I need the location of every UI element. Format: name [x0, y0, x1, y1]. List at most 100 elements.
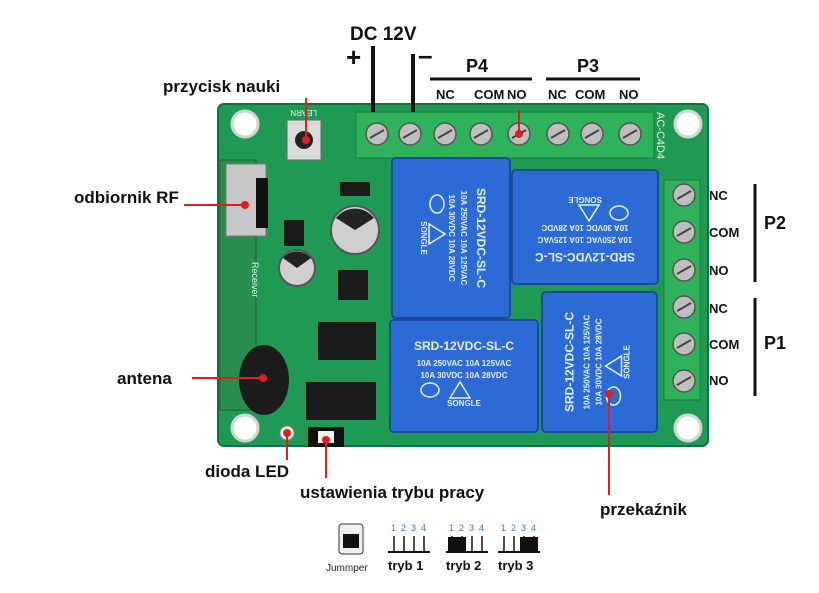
right-terminal-block — [663, 179, 701, 401]
pin-number: 2 — [511, 523, 516, 533]
ic-chip-1 — [318, 322, 376, 360]
group-label-p1: P1 — [764, 333, 786, 353]
relay-text: SONGLE — [623, 344, 632, 378]
relay-text: SRD-12VDC-SL-C — [414, 339, 514, 353]
pin-number: 2 — [459, 523, 464, 533]
plus-label: + — [346, 42, 361, 72]
terminal-screw — [618, 122, 642, 146]
mode-label: tryb 2 — [446, 558, 481, 573]
relay-marker — [605, 390, 613, 398]
pin-number: 3 — [521, 523, 526, 533]
terminal-screw — [672, 295, 696, 319]
relay-text: SRD-12VDC-SL-C — [535, 250, 635, 264]
relay-2: SRD-12VDC-SL-C 10A 250VAC 10A 125VAC 10A 3… — [511, 169, 659, 285]
dc-12v-label: DC 12V — [350, 24, 417, 45]
relay-label: przekaźnik — [600, 500, 687, 519]
terminal-screw — [546, 122, 570, 146]
led-label: dioda LED — [205, 462, 289, 481]
pin-number: 3 — [469, 523, 474, 533]
pin-number: 4 — [531, 523, 536, 533]
transistor — [284, 220, 304, 246]
pin-number: 3 — [411, 523, 416, 533]
pcb-board-code: AC-C4D4 — [654, 112, 666, 159]
terminal-label: NO — [709, 373, 729, 388]
terminal-screw — [672, 332, 696, 356]
relay-text: 10A 30VDC 10A 28VDC — [595, 318, 604, 405]
relay-text: SRD-12VDC-SL-C — [563, 312, 577, 412]
jumper-label: Jummper — [326, 563, 368, 574]
group-label-p2: P2 — [764, 213, 786, 233]
terminal-label: NO — [619, 87, 639, 102]
relay-text: 10A 30VDC 10A 28VDC — [420, 371, 507, 380]
terminal-screw — [672, 258, 696, 282]
mounting-holes — [230, 109, 703, 443]
terminal-screw — [365, 122, 389, 146]
pin-number: 1 — [449, 523, 454, 533]
terminal-screw — [433, 122, 457, 146]
relay-text: SRD-12VDC-SL-C — [474, 188, 488, 288]
terminal-label: NC — [709, 301, 728, 316]
mode-setting-label: ustawienia trybu pracy — [300, 483, 485, 502]
terminal-screw — [398, 122, 422, 146]
terminal-screw — [672, 369, 696, 393]
relay-text: SONGLE — [447, 399, 481, 408]
terminal-screw — [672, 183, 696, 207]
mode-label: tryb 3 — [498, 558, 533, 573]
side-terminal-screws — [672, 183, 696, 393]
terminal-label: COM — [474, 87, 504, 102]
terminal-label: NC — [436, 87, 455, 102]
terminal-label: COM — [709, 225, 739, 240]
relay-text: 10A 30VDC 10A 28VDC — [541, 223, 628, 232]
minus-label: – — [418, 40, 432, 70]
terminal-label: NC — [548, 87, 567, 102]
terminal-screw — [672, 220, 696, 244]
terminal-screw — [580, 122, 604, 146]
learn-button-marker — [302, 136, 310, 144]
terminal-label: COM — [575, 87, 605, 102]
terminal-label: COM — [709, 337, 739, 352]
rf-receiver-label: odbiornik RF — [74, 188, 179, 207]
relay-text: 10A 250VAC 10A 125VAC — [583, 314, 592, 409]
mode-setting-marker — [322, 436, 330, 444]
antenna-marker — [259, 374, 267, 382]
pcb-learn-label: LEARN — [290, 108, 317, 117]
pin-number: 2 — [401, 523, 406, 533]
ic-chip-2 — [306, 382, 376, 420]
relay-text: 10A 250VAC 10A 125VAC — [459, 191, 468, 286]
terminal-label: NO — [709, 263, 729, 278]
small-component — [340, 182, 370, 196]
relay-text: 10A 30VDC 10A 28VDC — [447, 194, 456, 281]
pin-number: 1 — [391, 523, 396, 533]
capacitor-large — [330, 205, 380, 255]
antenna-label: antena — [117, 369, 172, 388]
mode-label: tryb 1 — [388, 558, 423, 573]
group-label-p4: P4 — [466, 56, 488, 76]
terminal-label: NO — [507, 87, 527, 102]
group-label-p3: P3 — [577, 56, 599, 76]
terminal-screw — [469, 122, 493, 146]
learn-button-label: przycisk nauki — [163, 77, 280, 96]
terminal-marker — [515, 130, 523, 138]
rf-receiver-marker — [241, 201, 249, 209]
led-marker — [283, 429, 291, 437]
relay-text: 10A 250VAC 10A 125VAC — [537, 235, 632, 244]
relay-text: SONGLE — [567, 195, 601, 204]
jumper-fill — [520, 537, 538, 551]
relay-text: 10A 250VAC 10A 125VAC — [417, 359, 512, 368]
regulator-chip — [338, 270, 368, 300]
pin-number: 1 — [501, 523, 506, 533]
terminal-label: NC — [709, 188, 728, 203]
relay-3: SRD-12VDC-SL-C 10A 250VAC 10A 125VAC 10A 3… — [389, 319, 539, 433]
pin-number: 4 — [479, 523, 484, 533]
capacitor-small — [278, 249, 316, 287]
jumper-fill — [448, 537, 466, 551]
